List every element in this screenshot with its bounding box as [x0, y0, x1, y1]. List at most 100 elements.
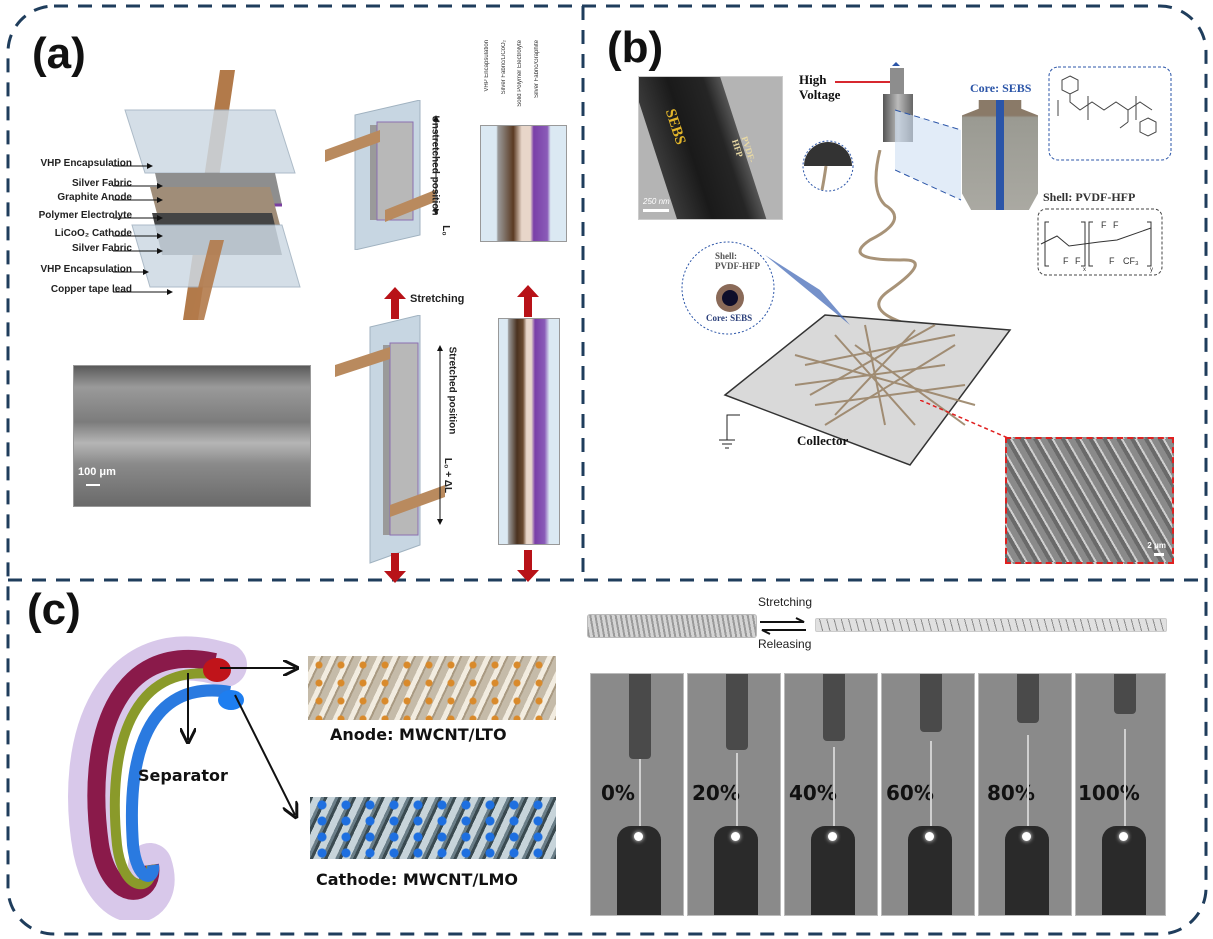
upper-clamp: [920, 674, 942, 732]
layer-label: Silver Fabric: [71, 178, 132, 189]
sem-pointer-line: [920, 400, 1009, 439]
fiber-sample: [639, 759, 641, 829]
ground-icon: [719, 414, 740, 449]
panel-a-unstretched-device: [325, 100, 435, 250]
electrospinning-jet: [858, 150, 917, 327]
strain-frame: 40%: [784, 673, 878, 916]
strain-label: 40%: [789, 781, 837, 805]
led-indicator: [1119, 832, 1128, 841]
stretch-arrow-down-device: [384, 553, 406, 583]
panel-a-sem-image: 100 μm: [73, 365, 311, 507]
releasing-label-c: Releasing: [758, 637, 812, 651]
cathode-cross-section: [218, 690, 244, 710]
led-indicator: [634, 832, 643, 841]
strain-label: 20%: [692, 781, 740, 805]
pvdf-sub-x: x: [1083, 267, 1086, 273]
pvdf-cf3-label: CF₃: [1123, 256, 1139, 266]
anode-cross-section: [203, 658, 231, 682]
pvdf-f-label: F: [1109, 256, 1115, 266]
pvdf-f-label: F: [1113, 220, 1119, 230]
strain-photo-strip: 0% 20% 40% 60% 80% 100%: [590, 673, 1166, 916]
layer-label: LiCoO₂ Cathode: [54, 228, 132, 239]
panel-a-exploded-stack: [124, 70, 301, 320]
fiber-core-label: Core: SEBS: [706, 313, 753, 323]
cross-section-label: Silver Fabric/LiCoO₂: [501, 40, 507, 95]
strain-frame: 20%: [687, 673, 781, 916]
layer-label: Polymer Electrolyte: [38, 210, 132, 221]
strain-frame: 100%: [1075, 673, 1166, 916]
collector-label: Collector: [797, 433, 849, 448]
high-voltage-label: High Voltage: [799, 72, 840, 102]
copper-lead: [385, 190, 435, 222]
panel-a-label: (a): [32, 29, 86, 78]
copper-lead: [390, 485, 445, 517]
nozzle-tip-magnifier: [802, 140, 854, 192]
coiled-fiber-stretched: [815, 618, 1167, 632]
pvdf-f-label: F: [1075, 256, 1081, 266]
strain-label: 100%: [1078, 781, 1140, 805]
shell-pvdf-hfp-label: Shell: PVDF-HFP: [1043, 190, 1136, 204]
stretch-arrow-up-device: [384, 287, 406, 319]
stretching-label-a: Stretching: [410, 293, 465, 305]
stretch-arrow-down-section: [517, 550, 539, 582]
pvdf-sub-y: y: [1150, 267, 1153, 273]
panel-c-pointer-arrows: [180, 655, 310, 820]
fiber-sample: [1124, 729, 1126, 829]
panel-b-label: (b): [607, 23, 664, 72]
fiber-sample: [1027, 735, 1029, 829]
layer-label: Copper tape lead: [50, 284, 132, 295]
strain-label: 80%: [987, 781, 1035, 805]
anode-fiber-image: [308, 656, 556, 720]
reversible-arrows: [760, 617, 806, 635]
stretch-arrow-up-section: [517, 285, 539, 317]
outer-border: [6, 4, 1208, 936]
stretching-label-c: Stretching: [758, 595, 813, 609]
layer-label: Silver Fabric: [71, 243, 132, 254]
sem-scale-bar: [86, 484, 100, 486]
cross-section-label: Solid Polymer Electrolyte: [517, 40, 523, 107]
core-sebs-label: Core: SEBS: [970, 81, 1032, 95]
pvdf-f-label: F: [1101, 220, 1107, 230]
pvdf-f-label: F: [1063, 256, 1069, 266]
cathode-arrow: [234, 694, 295, 815]
tem-scale-bar: [643, 209, 669, 212]
panel-b-sem-image: 2 μm: [1005, 437, 1174, 564]
panel-b-tem-image: SEBS PVDF-HFP 250 nm: [638, 76, 783, 220]
fiber-shell-line2: PVDF-HFP: [715, 261, 760, 271]
fiber-shell-label: Shell: PVDF-HFP: [715, 251, 760, 271]
layer-label: VHP Encapsulation: [40, 158, 132, 169]
upper-clamp: [1017, 674, 1039, 723]
anode-label: Anode: MWCNT/LTO: [330, 725, 507, 744]
fiber-sample: [736, 753, 738, 829]
cross-section-label: VHP Encapsulation: [484, 40, 490, 92]
led-indicator: [925, 832, 934, 841]
high-voltage-line2: Voltage: [799, 87, 841, 102]
cross-section-label: Silver Fabric/Graphite: [534, 40, 540, 99]
tem-scale-label: 250 nm: [643, 197, 670, 206]
panel-c-label: (c): [27, 585, 81, 634]
upper-clamp: [629, 674, 651, 759]
coiled-fiber-relaxed: [587, 614, 757, 638]
unstretched-length-arrow: [433, 115, 439, 215]
panel-a-cross-section-stretched: [498, 318, 560, 545]
pvdf-hfp-structure-formula: F F x F F F CF₃ y: [1037, 208, 1163, 276]
cathode-label: Cathode: MWCNT/LMO: [316, 870, 519, 889]
fiber-sample: [930, 741, 932, 829]
fiber-sample: [833, 747, 835, 829]
top-encapsulation: [124, 109, 296, 174]
upper-clamp: [1114, 674, 1136, 714]
fiber-shell-line1: Shell:: [715, 251, 738, 261]
sebs-structure-formula: [1048, 66, 1172, 161]
copper-lead: [325, 130, 380, 162]
upper-clamp: [823, 674, 845, 741]
cathode-fiber-image: [310, 797, 556, 859]
unstretched-length-label: L₀: [439, 225, 451, 236]
sem-scale-label: 100 μm: [78, 466, 116, 478]
led-indicator: [731, 832, 740, 841]
strain-frame: 80%: [978, 673, 1072, 916]
sem-scale-bar-b: [1154, 553, 1164, 556]
panel-a-label-arrows: [113, 163, 173, 295]
layer-label: VHP Encapsulation: [40, 264, 132, 275]
panel-a-stretched-device: [335, 315, 445, 564]
